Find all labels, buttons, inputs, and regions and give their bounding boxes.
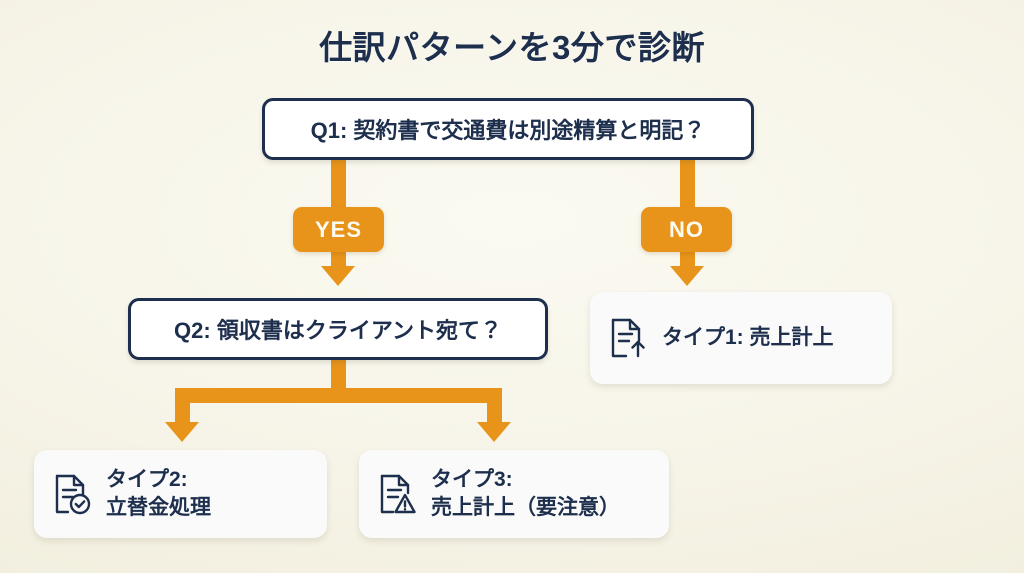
question-box-q1[interactable]: Q1: 契約書で交通費は別途精算と明記？	[262, 98, 754, 160]
connector-q1-no-arrowhead	[670, 266, 704, 286]
branch-badge-yes[interactable]: YES	[293, 207, 384, 252]
document-warning-icon	[380, 474, 416, 514]
connector-q1-yes-arrowhead	[321, 266, 355, 286]
connector-q2-right-leg	[487, 388, 502, 426]
result-card-type2-label: タイプ2: 立替金処理	[106, 468, 211, 519]
question-q1-label: Q1: 契約書で交通費は別途精算と明記？	[310, 118, 706, 143]
document-check-icon	[55, 474, 91, 515]
question-q2-label: Q2: 領収書はクライアント宛て？	[174, 318, 502, 343]
result-card-type1[interactable]: タイプ1: 売上計上	[590, 292, 892, 384]
result-card-type1-label: タイプ1: 売上計上	[662, 326, 834, 350]
result-card-type3-label: タイプ3: 売上計上（要注意）	[431, 468, 620, 519]
branch-badge-no[interactable]: NO	[641, 207, 732, 252]
branch-badge-no-label: NO	[669, 216, 704, 242]
result-card-type3[interactable]: タイプ3: 売上計上（要注意）	[359, 450, 669, 538]
connector-q2-horizontal-bar	[175, 388, 502, 403]
page-title: 仕訳パターンを3分で診断	[319, 29, 705, 66]
branch-badge-yes-label: YES	[314, 216, 363, 242]
connector-q2-left-leg	[175, 388, 190, 426]
connector-q2-right-arrowhead	[477, 422, 511, 442]
connector-q2-left-arrowhead	[165, 422, 199, 442]
connector-q2-stem	[331, 358, 346, 391]
result-card-type2[interactable]: タイプ2: 立替金処理	[34, 450, 327, 538]
question-box-q2[interactable]: Q2: 領収書はクライアント宛て？	[128, 298, 548, 360]
document-up-arrow-icon	[611, 318, 645, 358]
